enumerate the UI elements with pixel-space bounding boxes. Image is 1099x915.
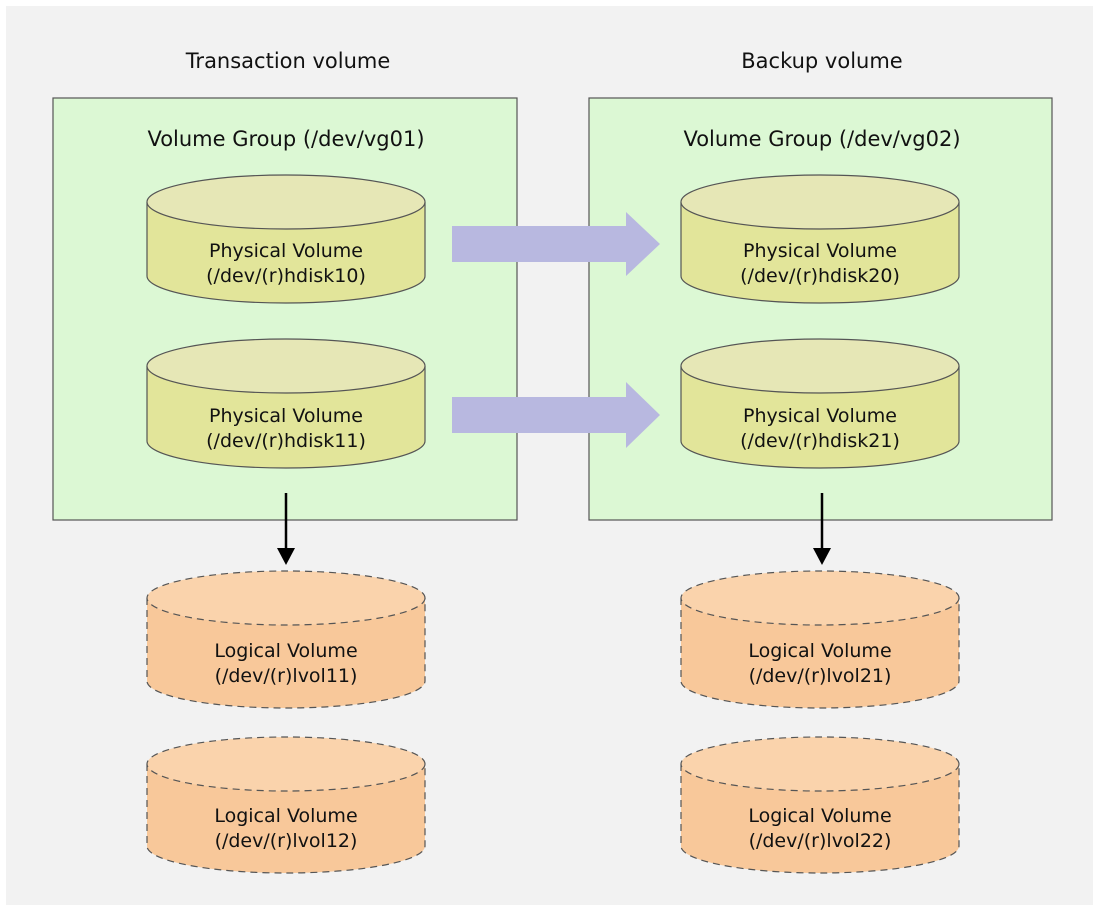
volume-group-label-vg02: Volume Group (/dev/vg02) — [683, 127, 960, 151]
physical-volume-cylinder: Physical Volume (/dev/(r)hdisk21) — [680, 338, 960, 469]
physical-volume-label: Physical Volume — [209, 405, 363, 427]
volume-group-label-vg01: Volume Group (/dev/vg01) — [147, 127, 424, 151]
physical-volume-label: Physical Volume — [743, 240, 897, 262]
logical-volume-label: Logical Volume — [214, 805, 357, 827]
physical-volume-path: (/dev/(r)hdisk20) — [740, 265, 900, 287]
logical-volume-path: (/dev/(r)lvol21) — [749, 665, 892, 687]
logical-volume-path: (/dev/(r)lvol11) — [215, 665, 358, 687]
logical-volume-label: Logical Volume — [214, 640, 357, 662]
logical-volume-path: (/dev/(r)lvol22) — [749, 830, 892, 852]
physical-volume-label: Physical Volume — [743, 405, 897, 427]
transaction-volume-title: Transaction volume — [185, 49, 391, 73]
backup-volume-title: Backup volume — [741, 49, 902, 73]
logical-volume-label: Logical Volume — [748, 805, 891, 827]
physical-volume-cylinder: Physical Volume (/dev/(r)hdisk10) — [146, 174, 426, 304]
physical-volume-path: (/dev/(r)hdisk10) — [206, 265, 366, 287]
logical-volume-label: Logical Volume — [748, 640, 891, 662]
logical-volume-cylinder: Logical Volume (/dev/(r)lvol22) — [680, 736, 960, 874]
physical-volume-cylinder: Physical Volume (/dev/(r)hdisk11) — [146, 338, 426, 469]
copy-arrow-hdisk11-to-hdisk21 — [452, 382, 660, 448]
logical-volume-cylinder: Logical Volume (/dev/(r)lvol21) — [680, 570, 960, 709]
arrow-vg02-to-logical-volumes — [813, 493, 831, 565]
physical-volume-cylinder: Physical Volume (/dev/(r)hdisk20) — [680, 174, 960, 304]
arrow-vg01-to-logical-volumes — [277, 493, 295, 565]
physical-volume-label: Physical Volume — [209, 240, 363, 262]
logical-volume-path: (/dev/(r)lvol12) — [215, 830, 358, 852]
logical-volume-cylinder: Logical Volume (/dev/(r)lvol12) — [146, 736, 426, 874]
physical-volume-path: (/dev/(r)hdisk21) — [740, 430, 900, 452]
logical-volume-cylinder: Logical Volume (/dev/(r)lvol11) — [146, 570, 426, 709]
copy-arrow-hdisk10-to-hdisk20 — [452, 212, 660, 276]
physical-volume-path: (/dev/(r)hdisk11) — [206, 430, 366, 452]
